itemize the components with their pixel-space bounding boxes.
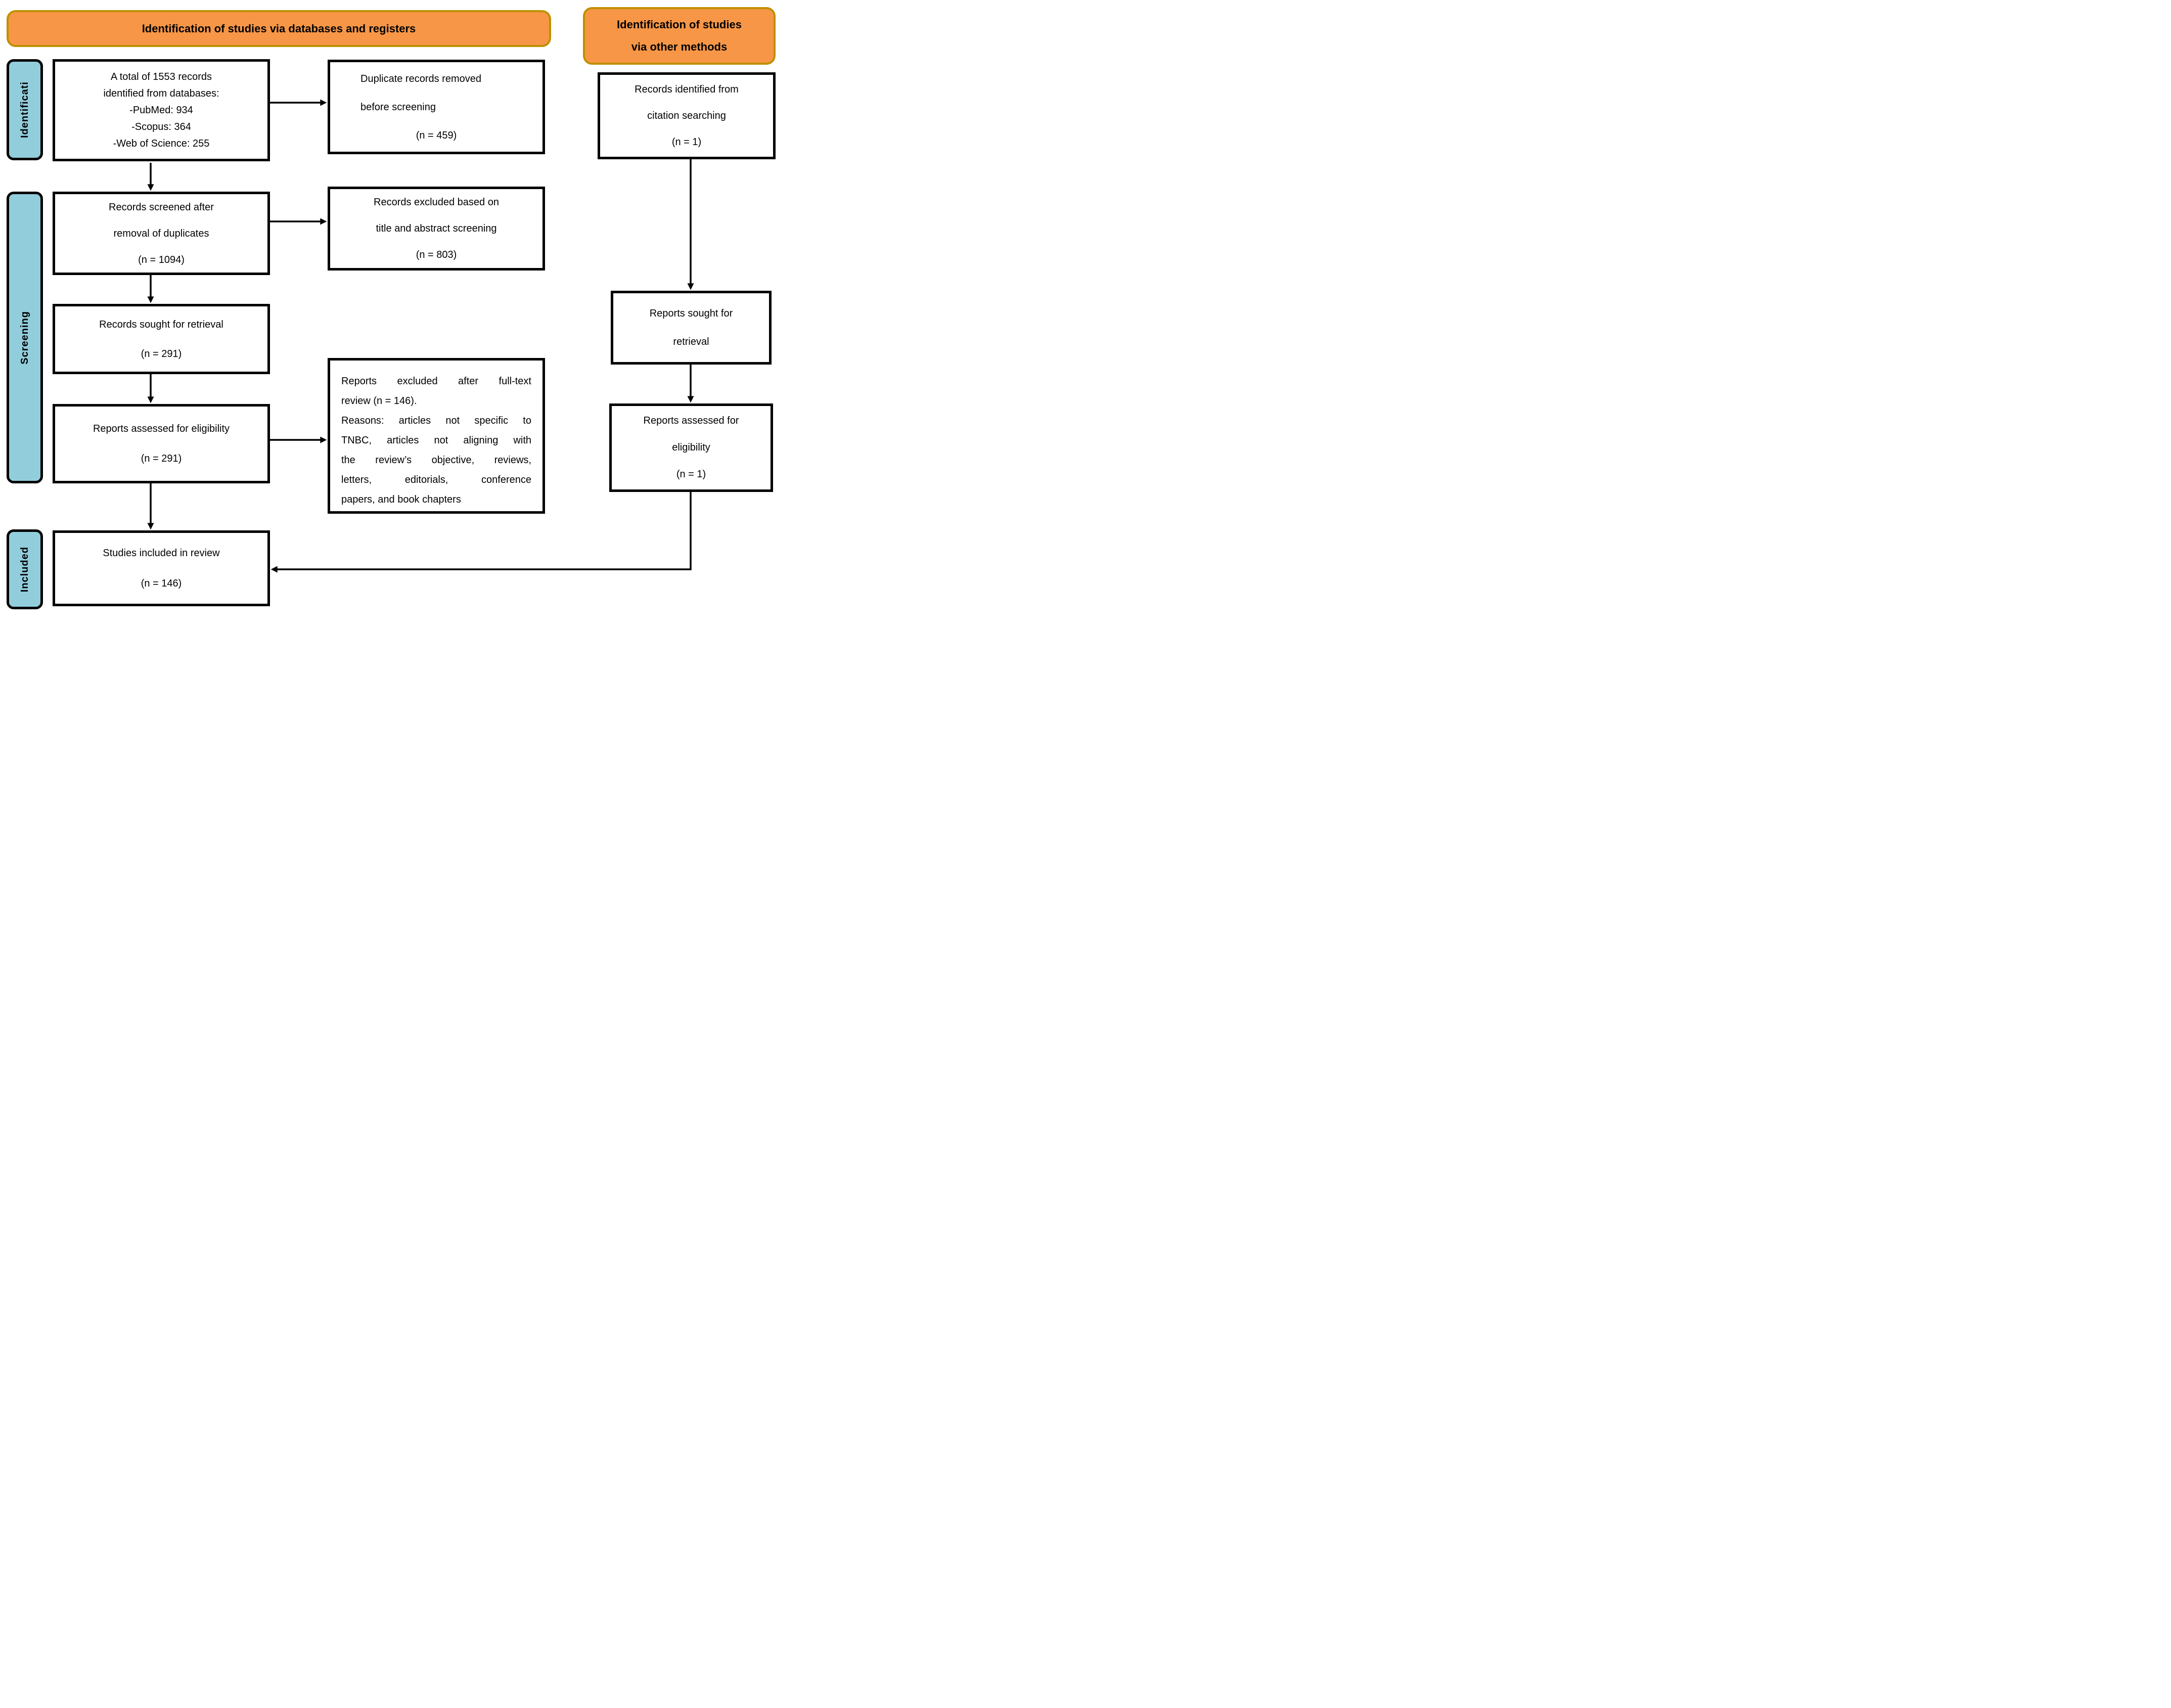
citation-records-count: (n = 1) <box>671 137 702 148</box>
box-reports-sought-other: Reports sought for retrieval <box>611 291 772 365</box>
studies-included-line1: Studies included in review <box>103 548 220 559</box>
reports-sought-other-line2: retrieval <box>673 336 709 347</box>
duplicates-removed-line2: before screening <box>360 101 436 113</box>
records-sought-count: (n = 291) <box>141 348 182 359</box>
sidebar-screening: Screening <box>7 192 43 483</box>
box-records-identified: A total of 1553 records identified from … <box>53 59 270 161</box>
reports-excluded-line5: the review’s objective, reviews, <box>341 455 531 466</box>
sidebar-identification: Identificati <box>7 59 43 160</box>
reports-excluded-line2: review (n = 146). <box>341 395 417 407</box>
duplicates-removed-line1: Duplicate records removed <box>360 73 481 84</box>
prisma-flow-diagram: Identification of studies via databases … <box>0 0 782 615</box>
header-other-line1: Identification of studies <box>617 18 742 31</box>
sidebar-included: Included <box>7 529 43 609</box>
records-identified-wos: -Web of Science: 255 <box>113 138 210 149</box>
records-screened-count: (n = 1094) <box>138 254 185 265</box>
records-screened-line1: Records screened after <box>109 201 214 213</box>
reports-sought-other-line1: Reports sought for <box>649 308 733 319</box>
reports-assessed-other-line1: Reports assessed for <box>643 415 739 426</box>
sidebar-included-label: Included <box>19 546 30 593</box>
records-identified-line2: identified from databases: <box>103 87 219 99</box>
records-identified-scopus: -Scopus: 364 <box>131 121 191 132</box>
reports-assessed-other-count: (n = 1) <box>676 469 706 480</box>
flow-arrows-layer <box>147 99 694 573</box>
box-records-excluded: Records excluded based on title and abst… <box>328 187 545 271</box>
records-excluded-line1: Records excluded based on <box>374 197 499 208</box>
header-databases-registers: Identification of studies via databases … <box>7 10 551 47</box>
reports-excluded-line3: Reasons: articles not specific to <box>341 415 531 426</box>
box-citation-records: Records identified from citation searchi… <box>598 72 776 159</box>
arrow-assessed-other-to-included <box>270 492 692 573</box>
box-reports-assessed-other: Reports assessed for eligibility (n = 1) <box>609 403 773 492</box>
sidebar-identification-label: Identificati <box>19 81 30 138</box>
records-sought-line1: Records sought for retrieval <box>99 319 223 330</box>
reports-excluded-line7: papers, and book chapters <box>341 494 461 505</box>
box-records-screened: Records screened after removal of duplic… <box>53 192 270 275</box>
records-excluded-count: (n = 803) <box>416 249 457 260</box>
box-records-sought: Records sought for retrieval (n = 291) <box>53 304 270 374</box>
box-reports-assessed: Reports assessed for eligibility (n = 29… <box>53 404 270 483</box>
header-other-methods: Identification of studies via other meth… <box>583 7 776 65</box>
sidebar-screening-label: Screening <box>19 310 30 365</box>
box-duplicates-removed: Duplicate records removed before screeni… <box>328 60 545 154</box>
reports-excluded-line4: TNBC, articles not aligning with <box>341 435 531 446</box>
citation-records-line2: citation searching <box>647 110 726 121</box>
studies-included-count: (n = 146) <box>141 578 182 589</box>
reports-excluded-line6: letters, editorials, conference <box>341 474 531 485</box>
header-other-line2: via other methods <box>631 40 728 53</box>
duplicates-removed-count: (n = 459) <box>416 129 457 141</box>
records-identified-line1: A total of 1553 records <box>110 71 212 82</box>
box-reports-excluded-reasons: Reports excluded after full-text review … <box>328 358 545 514</box>
reports-assessed-count: (n = 291) <box>141 453 182 464</box>
records-identified-pubmed: -PubMed: 934 <box>129 104 193 116</box>
records-screened-line2: removal of duplicates <box>113 228 209 239</box>
reports-assessed-other-line2: eligibility <box>672 442 710 453</box>
records-excluded-line2: title and abstract screening <box>376 223 497 234</box>
reports-excluded-line1: Reports excluded after full-text <box>341 376 531 387</box>
header-databases-text: Identification of studies via databases … <box>142 22 416 35</box>
reports-assessed-line1: Reports assessed for eligibility <box>93 423 230 434</box>
citation-records-line1: Records identified from <box>635 84 739 95</box>
box-studies-included: Studies included in review (n = 146) <box>53 530 270 606</box>
